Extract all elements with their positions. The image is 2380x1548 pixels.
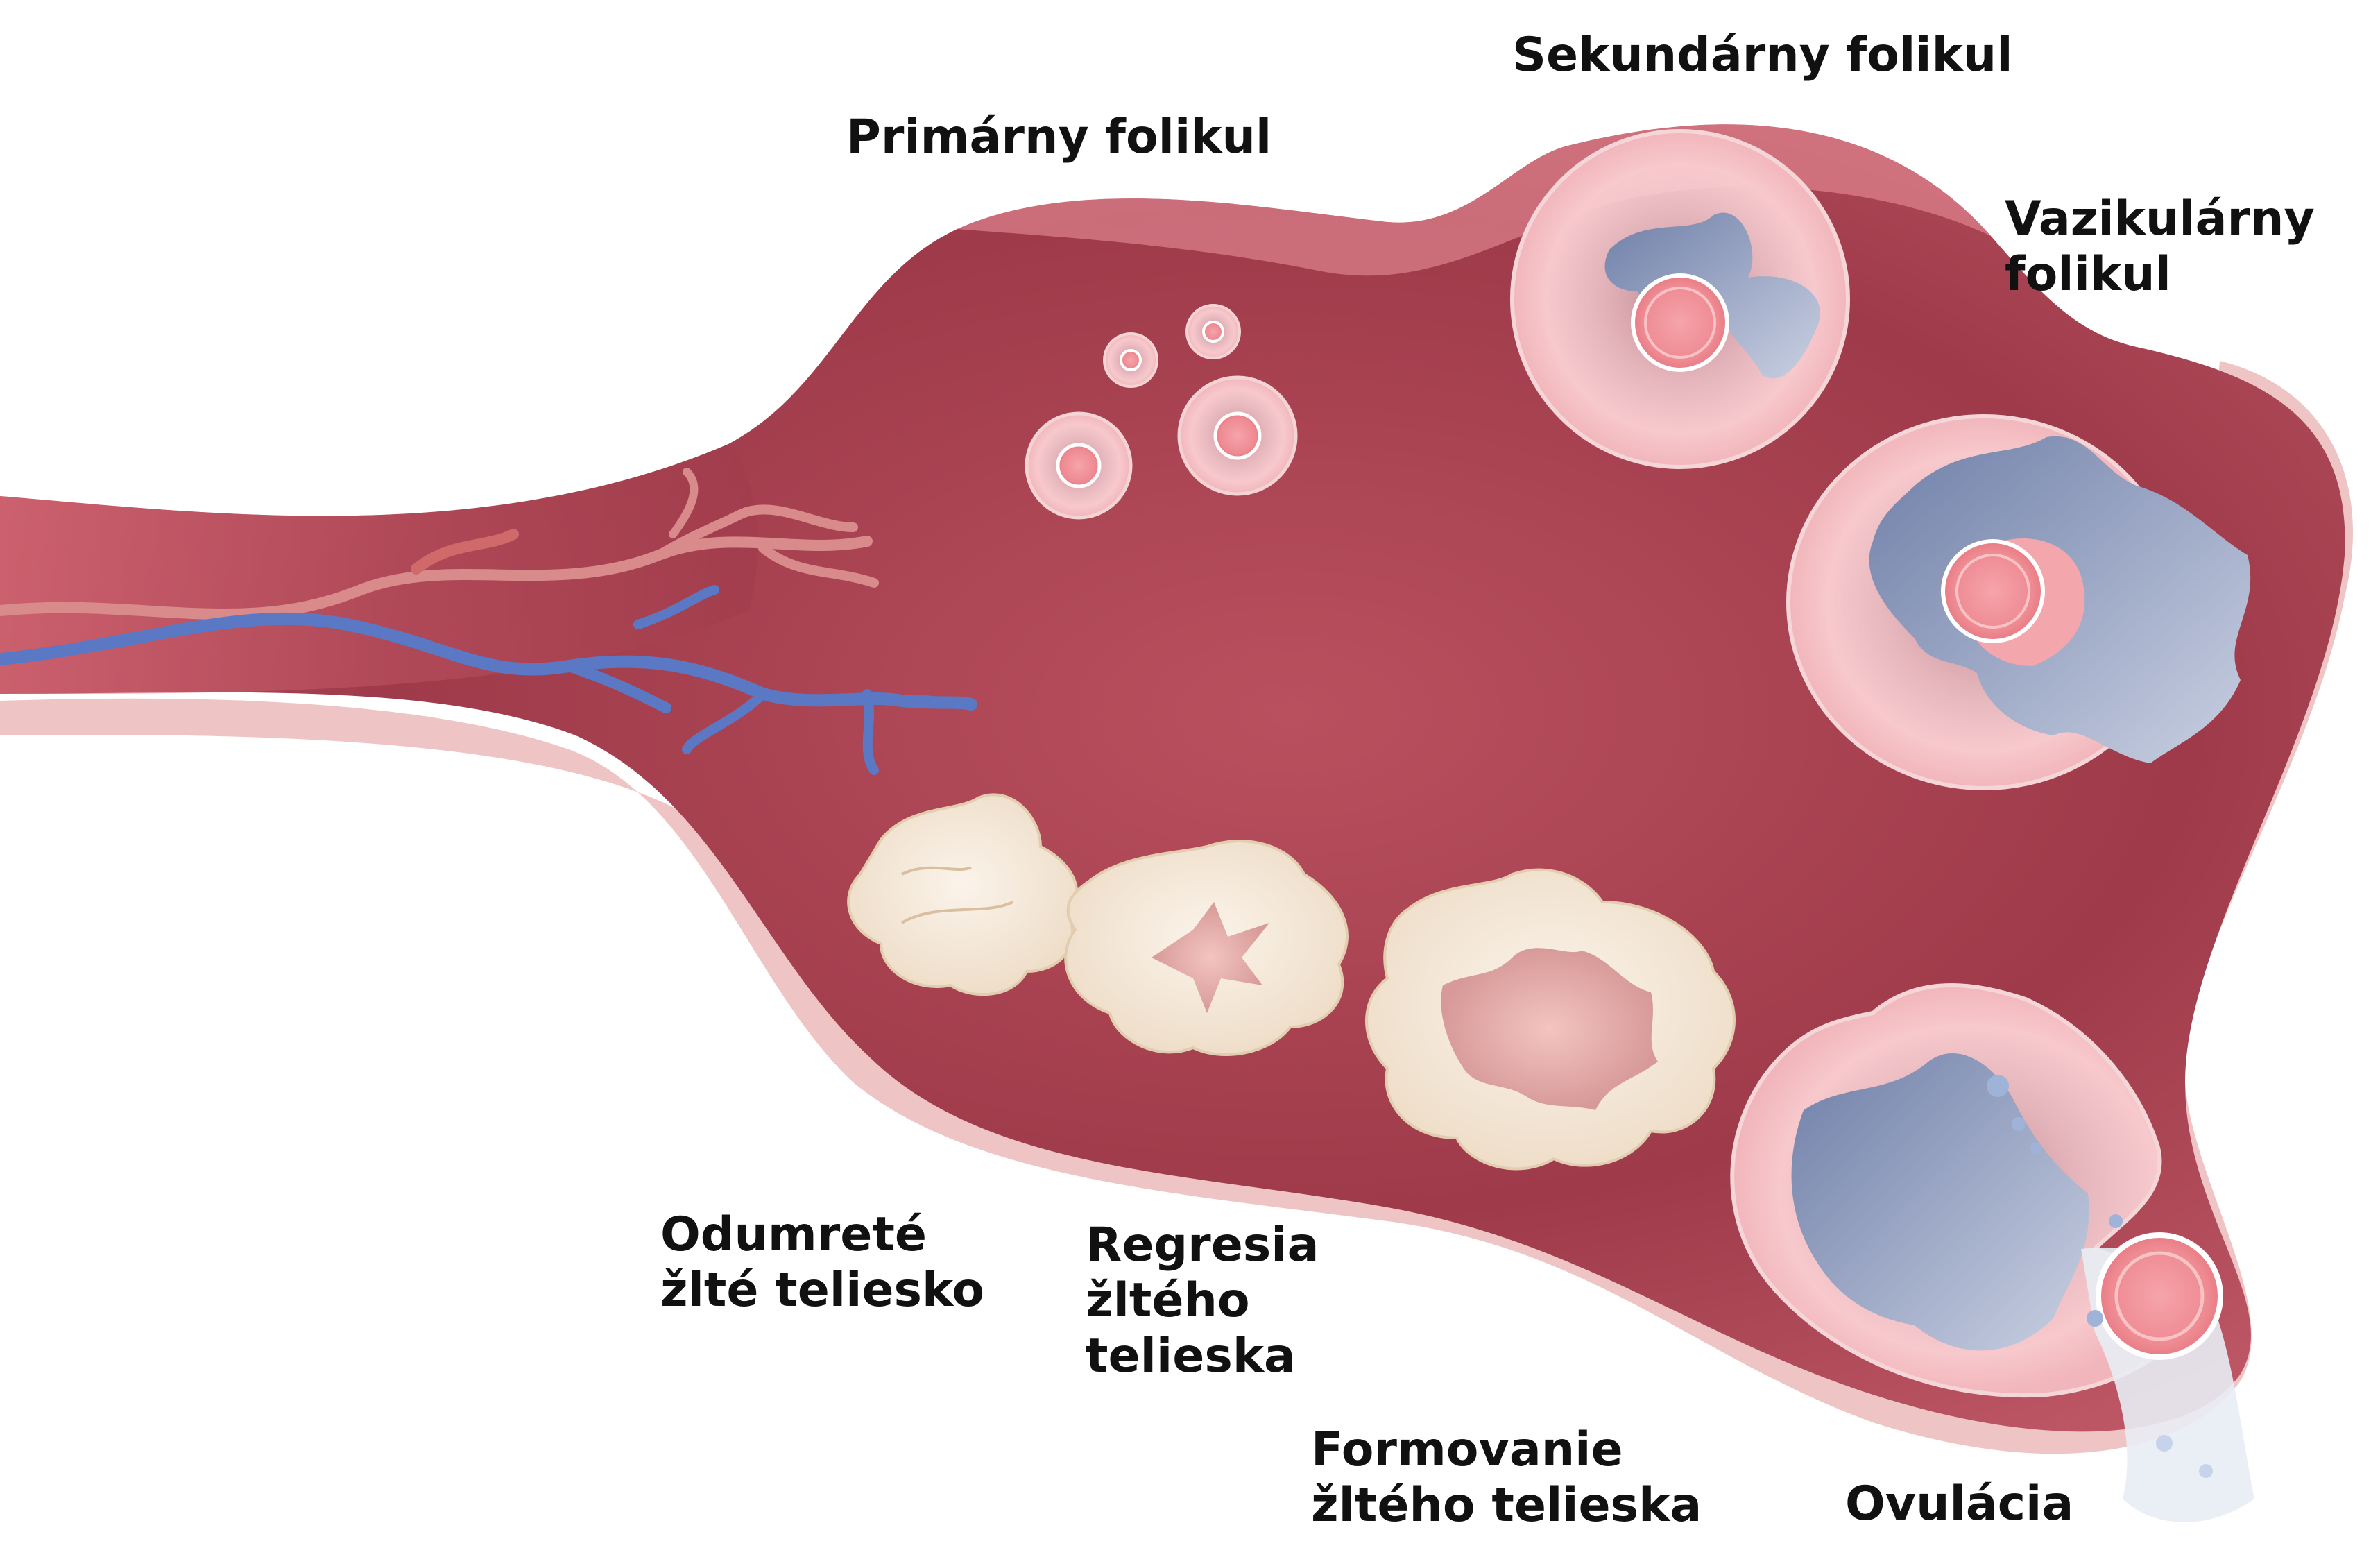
ovulating-follicle bbox=[1730, 983, 2254, 1522]
secondary-follicle bbox=[1510, 129, 1850, 469]
label-regression-line3: telieska bbox=[1086, 1329, 1296, 1384]
label-ovulation-text: Ovulácia bbox=[1845, 1477, 2074, 1531]
label-primary-follicle: Primárny folikul bbox=[846, 110, 1272, 165]
label-dead-corpus-luteum-line1: Odumreté bbox=[660, 1207, 927, 1262]
label-regression-corpus-luteum: Regresia žltého telieska bbox=[1086, 1218, 1319, 1384]
label-ovulation: Ovulácia bbox=[1845, 1477, 2073, 1532]
label-regression-line1: Regresia bbox=[1086, 1218, 1319, 1273]
vesicular-follicle bbox=[1786, 414, 2251, 790]
label-formation-line1: Formovanie bbox=[1311, 1422, 1623, 1477]
corpus-luteum-regressing bbox=[1064, 840, 1349, 1056]
label-dead-corpus-luteum-line2: žlté teliesko bbox=[660, 1263, 985, 1318]
label-formation-corpus-luteum: Formovanie žltého telieska bbox=[1311, 1422, 1702, 1533]
label-vesicular-follicle-line1: Vazikulárny bbox=[2005, 192, 2315, 246]
label-dead-corpus-luteum: Odumreté žlté teliesko bbox=[660, 1207, 984, 1318]
label-formation-line2: žltého telieska bbox=[1311, 1478, 1702, 1533]
label-vesicular-follicle-line2: folikul bbox=[2005, 247, 2171, 302]
label-secondary-follicle: Sekundárny folikul bbox=[1512, 28, 2013, 83]
label-primary-follicle-text: Primárny folikul bbox=[846, 110, 1272, 164]
corpus-luteum-forming bbox=[1365, 868, 1736, 1171]
primary-follicles bbox=[1025, 304, 1298, 520]
label-vesicular-follicle: Vazikulárny folikul bbox=[2005, 192, 2315, 303]
blood-vessels bbox=[0, 468, 977, 775]
label-secondary-follicle-text: Sekundárny folikul bbox=[1512, 28, 2013, 83]
label-regression-line2: žltého bbox=[1086, 1273, 1250, 1328]
